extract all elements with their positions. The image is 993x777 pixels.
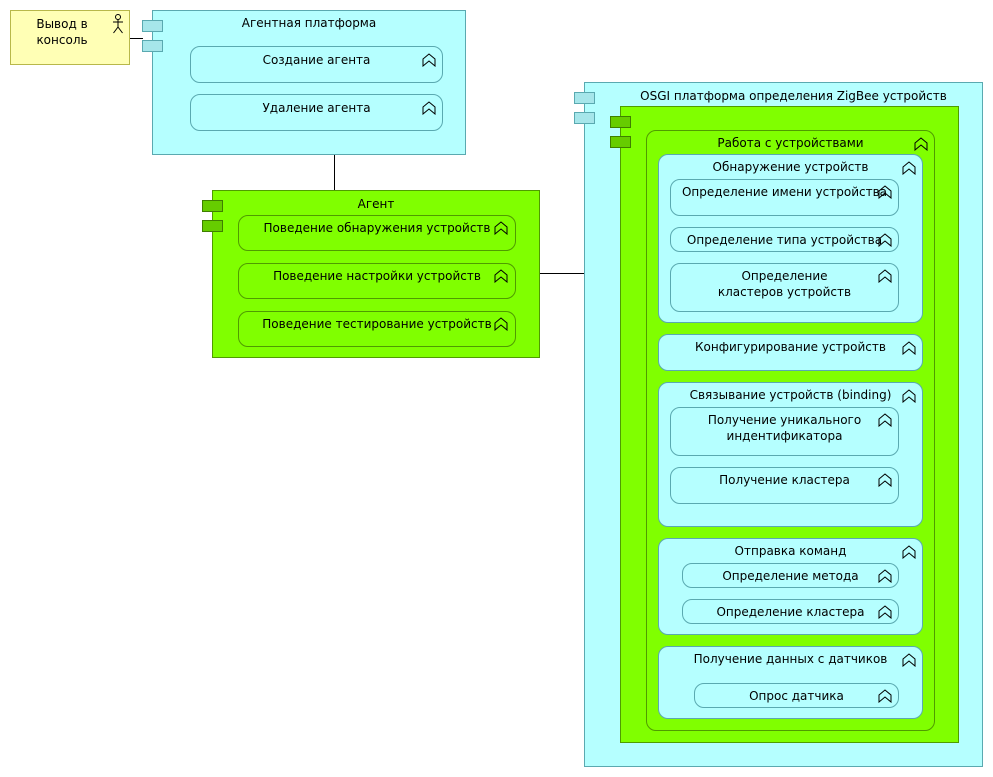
function-unique-id[interactable]: Получение уникального индентификатора bbox=[670, 407, 899, 456]
component-plug-icon bbox=[142, 40, 163, 52]
function-device-name[interactable]: Определение имени устройства bbox=[670, 179, 899, 216]
function-work-with-devices[interactable]: Работа с устройствами bbox=[646, 130, 935, 731]
function-icon bbox=[914, 137, 928, 151]
function-label: Поведение обнаружения устройств bbox=[263, 221, 491, 235]
function-icon bbox=[494, 317, 508, 331]
function-label: Определение типа устройства bbox=[686, 233, 883, 247]
function-icon bbox=[878, 689, 892, 703]
function-sensor-data[interactable]: Получение данных с датчиков Опрос датчик… bbox=[658, 646, 923, 719]
function-label: Опрос датчика bbox=[749, 689, 844, 703]
function-label: Получение уникального индентификатора bbox=[707, 413, 862, 443]
function-define-cluster[interactable]: Определение кластера bbox=[682, 599, 899, 624]
osgi-title: OSGI платформа определения ZigBee устрой… bbox=[640, 89, 947, 103]
function-icon bbox=[902, 341, 916, 355]
agent-platform-component[interactable]: Агентная платформа Создание агента Удале… bbox=[152, 10, 466, 155]
function-device-clusters[interactable]: Определение кластеров устройств bbox=[670, 263, 899, 312]
function-configure-behavior[interactable]: Поведение настройки устройств bbox=[238, 263, 516, 299]
agent-component[interactable]: Агент Поведение обнаружения устройств По… bbox=[212, 190, 540, 358]
actor-connector bbox=[129, 38, 143, 39]
component-plug-icon bbox=[202, 200, 223, 212]
function-delete-agent[interactable]: Удаление агента bbox=[190, 94, 443, 131]
function-icon bbox=[878, 413, 892, 427]
function-define-method[interactable]: Определение метода bbox=[682, 563, 899, 588]
function-device-type[interactable]: Определение типа устройства bbox=[670, 227, 899, 252]
component-plug-icon bbox=[610, 116, 631, 128]
function-get-cluster[interactable]: Получение кластера bbox=[670, 467, 899, 504]
function-device-binding[interactable]: Связывание устройств (binding) Получение… bbox=[658, 382, 923, 527]
function-icon bbox=[422, 53, 436, 67]
function-send-commands[interactable]: Отправка команд Определение метода Опред… bbox=[658, 538, 923, 635]
function-icon bbox=[878, 269, 892, 283]
function-discovery-behavior[interactable]: Поведение обнаружения устройств bbox=[238, 215, 516, 251]
function-label: Связывание устройств (binding) bbox=[689, 388, 892, 402]
function-icon bbox=[902, 653, 916, 667]
function-device-configuring[interactable]: Конфигурирование устройств bbox=[658, 334, 923, 371]
function-icon bbox=[902, 161, 916, 175]
component-plug-icon bbox=[202, 220, 223, 232]
function-label: Определение метода bbox=[722, 569, 859, 583]
agent-platform-title: Агентная платформа bbox=[241, 16, 377, 30]
function-icon bbox=[494, 269, 508, 283]
function-icon bbox=[902, 545, 916, 559]
function-create-agent[interactable]: Создание агента bbox=[190, 46, 443, 83]
function-label: Создание агента bbox=[262, 53, 371, 67]
function-icon bbox=[422, 101, 436, 115]
actor-label: Вывод в консоль bbox=[36, 17, 88, 47]
function-label: Определение кластеров устройств bbox=[717, 269, 852, 299]
function-label: Поведение настройки устройств bbox=[273, 269, 481, 283]
function-icon bbox=[878, 569, 892, 583]
function-label: Конфигурирование устройств bbox=[695, 340, 886, 354]
function-icon bbox=[878, 233, 892, 247]
component-plug-icon bbox=[574, 112, 595, 124]
function-label: Удаление агента bbox=[262, 101, 371, 115]
actor-icon bbox=[113, 14, 123, 34]
function-icon bbox=[878, 473, 892, 487]
component-plug-icon bbox=[142, 20, 163, 32]
function-label: Обнаружение устройств bbox=[712, 160, 869, 174]
agent-title: Агент bbox=[357, 197, 395, 211]
function-icon bbox=[494, 221, 508, 235]
function-icon bbox=[878, 185, 892, 199]
component-plug-icon bbox=[610, 136, 631, 148]
function-label: Отправка команд bbox=[734, 544, 847, 558]
function-icon bbox=[878, 605, 892, 619]
function-testing-behavior[interactable]: Поведение тестирование устройств bbox=[238, 311, 516, 347]
agent-osgi-connector bbox=[539, 273, 611, 274]
actor-console-output[interactable]: Вывод в консоль bbox=[10, 10, 130, 65]
platform-agent-connector bbox=[334, 154, 335, 190]
function-label: Определение кластера bbox=[716, 605, 865, 619]
function-label: Определение имени устройства bbox=[681, 185, 888, 199]
function-label: Получение кластера bbox=[719, 473, 850, 487]
function-label: Поведение тестирование устройств bbox=[262, 317, 492, 331]
function-icon bbox=[902, 389, 916, 403]
function-poll-sensor[interactable]: Опрос датчика bbox=[694, 683, 899, 708]
function-label: Работа с устройствами bbox=[717, 136, 864, 150]
function-label: Получение данных с датчиков bbox=[693, 652, 888, 666]
component-plug-icon bbox=[574, 92, 595, 104]
